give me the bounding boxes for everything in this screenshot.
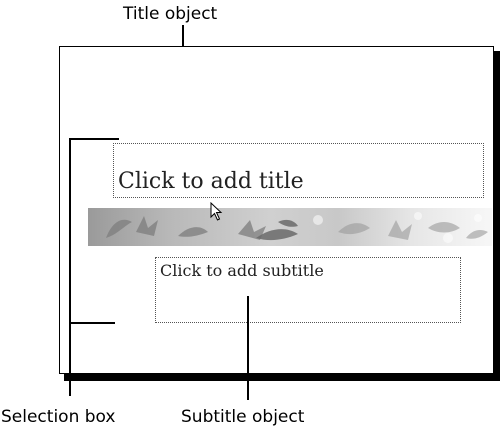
callout-title-object: Title object [123,4,218,24]
mouse-cursor [210,201,224,226]
title-placeholder[interactable]: Click to add title [113,143,484,198]
callout-selection-box: Selection box [1,407,116,427]
title-placeholder-text: Click to add title [118,169,304,194]
leaf-banner-icon [106,212,488,243]
selection-bracket-top [69,138,119,140]
subtitle-placeholder[interactable]: Click to add subtitle [155,257,461,323]
leaf-banner-decoration [88,208,492,246]
callout-subtitle-object: Subtitle object [181,407,305,427]
callout-line-subtitle [247,296,249,400]
selection-bracket-bottom [69,322,115,324]
subtitle-placeholder-text: Click to add subtitle [160,261,324,280]
arrow-pointer-icon [210,201,223,221]
selection-bracket-vertical [69,138,71,396]
